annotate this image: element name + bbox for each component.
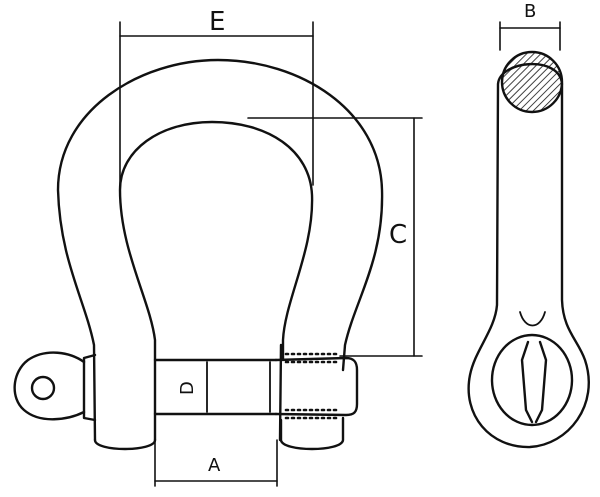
label-b: B: [524, 1, 537, 22]
dimension-b: [499, 21, 561, 51]
side-pin-head-slots: [520, 340, 548, 424]
label-a: A: [208, 455, 221, 476]
dimension-e: [119, 21, 314, 186]
pin-collar: [82, 353, 97, 422]
dimension-c: [247, 117, 423, 357]
label-d: D: [176, 381, 198, 395]
dimension-a: [154, 439, 278, 487]
left-leg-end: [93, 438, 157, 451]
right-leg-end: [279, 416, 345, 451]
bow-section-hatched: [500, 50, 564, 114]
pin-eye: [13, 351, 86, 421]
bow-outer-outline: [56, 58, 384, 442]
side-eye-ring: [490, 311, 574, 427]
label-e: E: [209, 7, 226, 37]
pin-thread-dots: [284, 352, 342, 420]
bow-inner-outline: [118, 120, 314, 442]
pin-body: [153, 356, 359, 417]
label-c: C: [389, 220, 408, 250]
